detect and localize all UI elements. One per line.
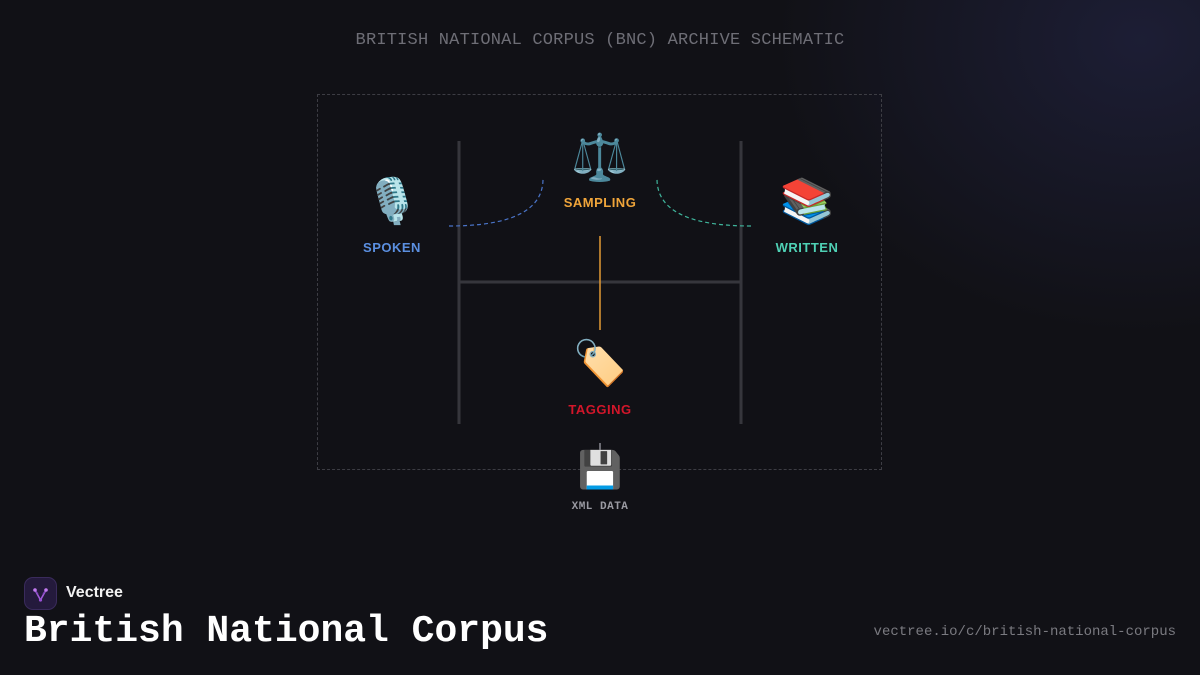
microphone-icon: 🎙️ <box>364 176 420 227</box>
page-title: British National Corpus <box>24 610 549 653</box>
vectree-logo-icon <box>33 588 48 602</box>
written-label: WRITTEN <box>775 240 839 255</box>
xml-data-label: XML DATA <box>571 501 629 513</box>
node-written: 📚 WRITTEN <box>767 176 847 256</box>
spoken-label: SPOKEN <box>363 240 421 255</box>
tag-icon: 🏷️ <box>572 338 628 389</box>
floppy-disk-icon: 💾 <box>577 450 623 491</box>
vectree-logo[interactable] <box>24 577 57 610</box>
sampling-label: SAMPLING <box>563 195 637 210</box>
node-spoken: 🎙️ SPOKEN <box>352 176 432 256</box>
source-url[interactable]: vectree.io/c/british-national-corpus <box>873 624 1176 640</box>
node-xml-data: 💾 XML DATA <box>555 450 645 514</box>
tagging-label: TAGGING <box>568 402 632 417</box>
diagram-title: BRITISH NATIONAL CORPUS (BNC) ARCHIVE SC… <box>355 31 845 50</box>
brand-name[interactable]: Vectree <box>66 584 123 601</box>
schematic-frame <box>317 94 882 470</box>
written-sampling-curve <box>656 178 752 227</box>
balance-scale-icon: ⚖️ <box>571 130 629 184</box>
spoken-sampling-curve <box>448 178 544 227</box>
node-sampling: ⚖️ SAMPLING <box>550 134 650 210</box>
books-icon: 📚 <box>779 176 835 227</box>
node-tagging: 🏷️ TAGGING <box>550 338 650 418</box>
